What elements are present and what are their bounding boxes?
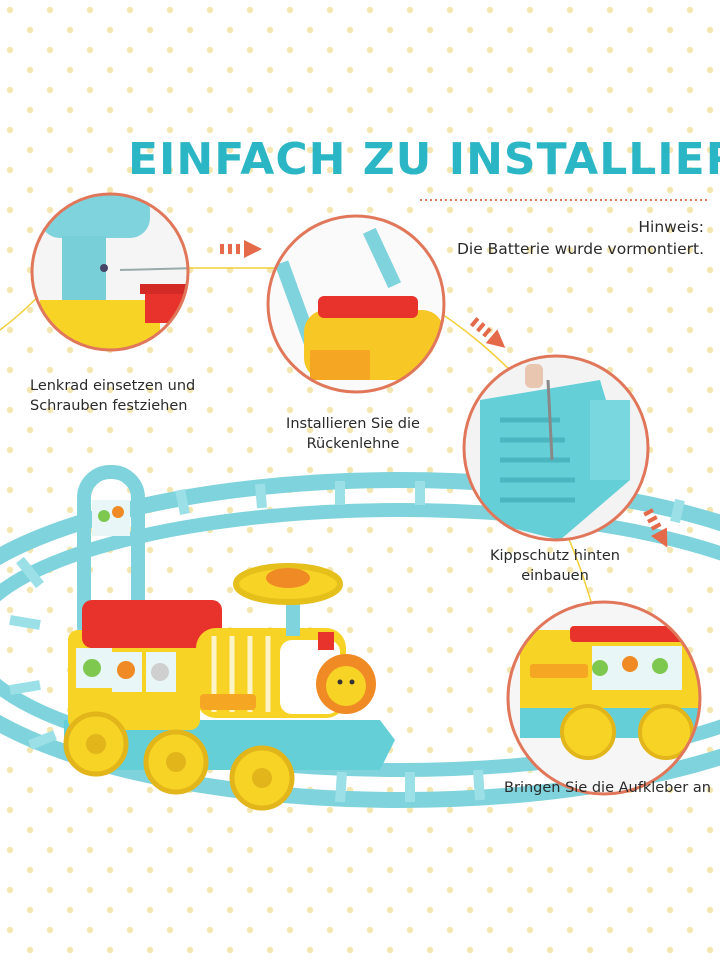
step4-caption: Bringen Sie die Aufkleber an <box>500 778 715 798</box>
train-track <box>0 472 720 808</box>
ride-on-train <box>63 465 395 811</box>
step2-caption: Installieren Sie die Rückenlehne <box>268 414 438 454</box>
step3-caption-line2: einbauen <box>521 568 589 584</box>
note-text: Die Batterie wurde vormontiert. <box>456 240 704 258</box>
step1-caption-line2: Schrauben festziehen <box>30 398 188 414</box>
step1-caption: Lenkrad einsetzen und Schrauben festzieh… <box>30 376 220 416</box>
step4-detail-circle <box>506 600 702 796</box>
step1-caption-line1: Lenkrad einsetzen und <box>30 378 196 394</box>
step3-detail-circle <box>462 354 650 542</box>
step1-detail-circle <box>30 192 190 352</box>
step3-caption: Kippschutz hinten einbauen <box>470 546 640 586</box>
battery-note: Hinweis: Die Batterie wurde vormontiert. <box>457 216 704 260</box>
step2-caption-line1: Installieren Sie die <box>286 416 420 432</box>
arrow-step2-to-step3 <box>469 317 506 348</box>
step2-detail-circle <box>266 214 446 394</box>
arrow-step3-to-step4 <box>643 508 668 548</box>
note-heading: Hinweis: <box>638 218 704 236</box>
page-title: EINFACH ZU INSTALLIEREN <box>128 134 720 185</box>
step2-caption-line2: Rückenlehne <box>306 436 400 452</box>
step4-caption-line1: Bringen Sie die Aufkleber an <box>504 780 711 796</box>
arrow-step1-to-step2 <box>220 240 262 258</box>
step3-caption-line1: Kippschutz hinten <box>490 548 620 564</box>
